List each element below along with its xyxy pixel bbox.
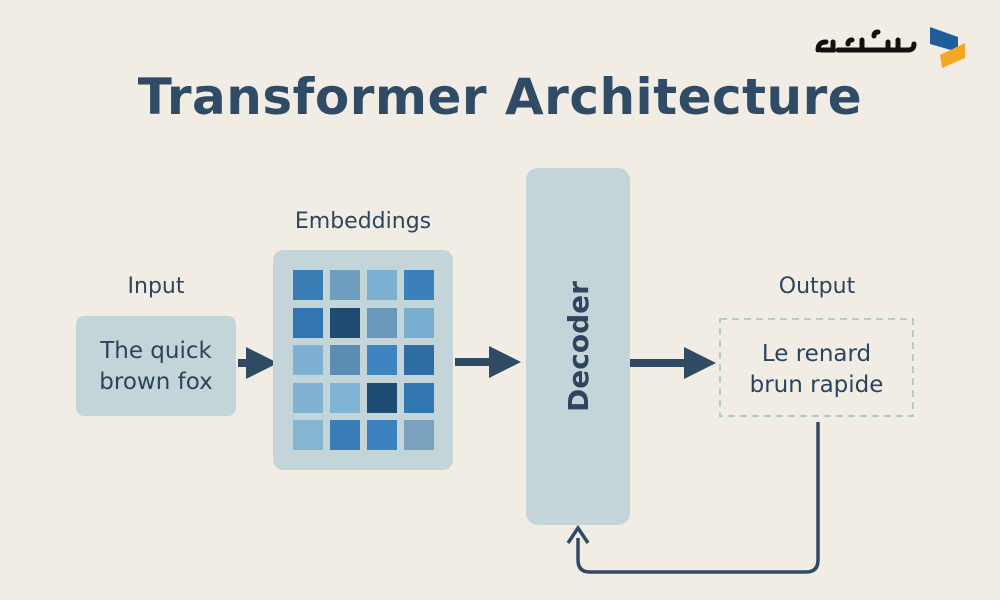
feedback-arrow xyxy=(576,422,820,574)
page-title: Transformer Architecture xyxy=(137,68,863,126)
logo-icon xyxy=(815,27,965,68)
output-text-line1: Le renard xyxy=(761,341,872,367)
embeddings-label: Embeddings xyxy=(294,209,432,234)
embedding-cell xyxy=(293,345,323,375)
embedding-cell xyxy=(404,382,434,413)
embedding-cell xyxy=(404,420,434,450)
feedback-arrowhead-icon xyxy=(566,524,590,544)
input-label: Input xyxy=(127,274,185,299)
embedding-cell xyxy=(367,307,397,338)
output-text-line2: brun rapide xyxy=(749,372,884,398)
output-box-border xyxy=(719,318,914,417)
embedding-cell xyxy=(330,270,360,300)
embedding-cell xyxy=(404,270,434,300)
embedding-cell xyxy=(330,307,360,338)
embedding-cell xyxy=(330,420,360,450)
embedding-cell xyxy=(293,420,323,450)
embedding-cell xyxy=(367,382,397,413)
input-box: The quick brown fox xyxy=(76,316,236,416)
embedding-cell xyxy=(404,307,434,338)
decoder-label: Decoder xyxy=(561,281,595,412)
embedding-cell xyxy=(367,345,397,375)
embedding-cell xyxy=(330,345,360,375)
embedding-cell xyxy=(367,270,397,300)
embedding-cell xyxy=(330,382,360,413)
embedding-cell xyxy=(404,345,434,375)
embedding-cell xyxy=(367,420,397,450)
decoder-block: Decoder xyxy=(526,168,630,525)
embeddings-matrix xyxy=(273,250,453,470)
output-label: Output xyxy=(778,274,856,299)
embedding-cell xyxy=(293,307,323,338)
input-text-line2: brown fox xyxy=(99,369,213,395)
embedding-cell xyxy=(293,382,323,413)
input-text-line1: The quick xyxy=(100,338,212,364)
output-box: Le renard brun rapide xyxy=(720,339,913,401)
embedding-cell xyxy=(293,270,323,300)
